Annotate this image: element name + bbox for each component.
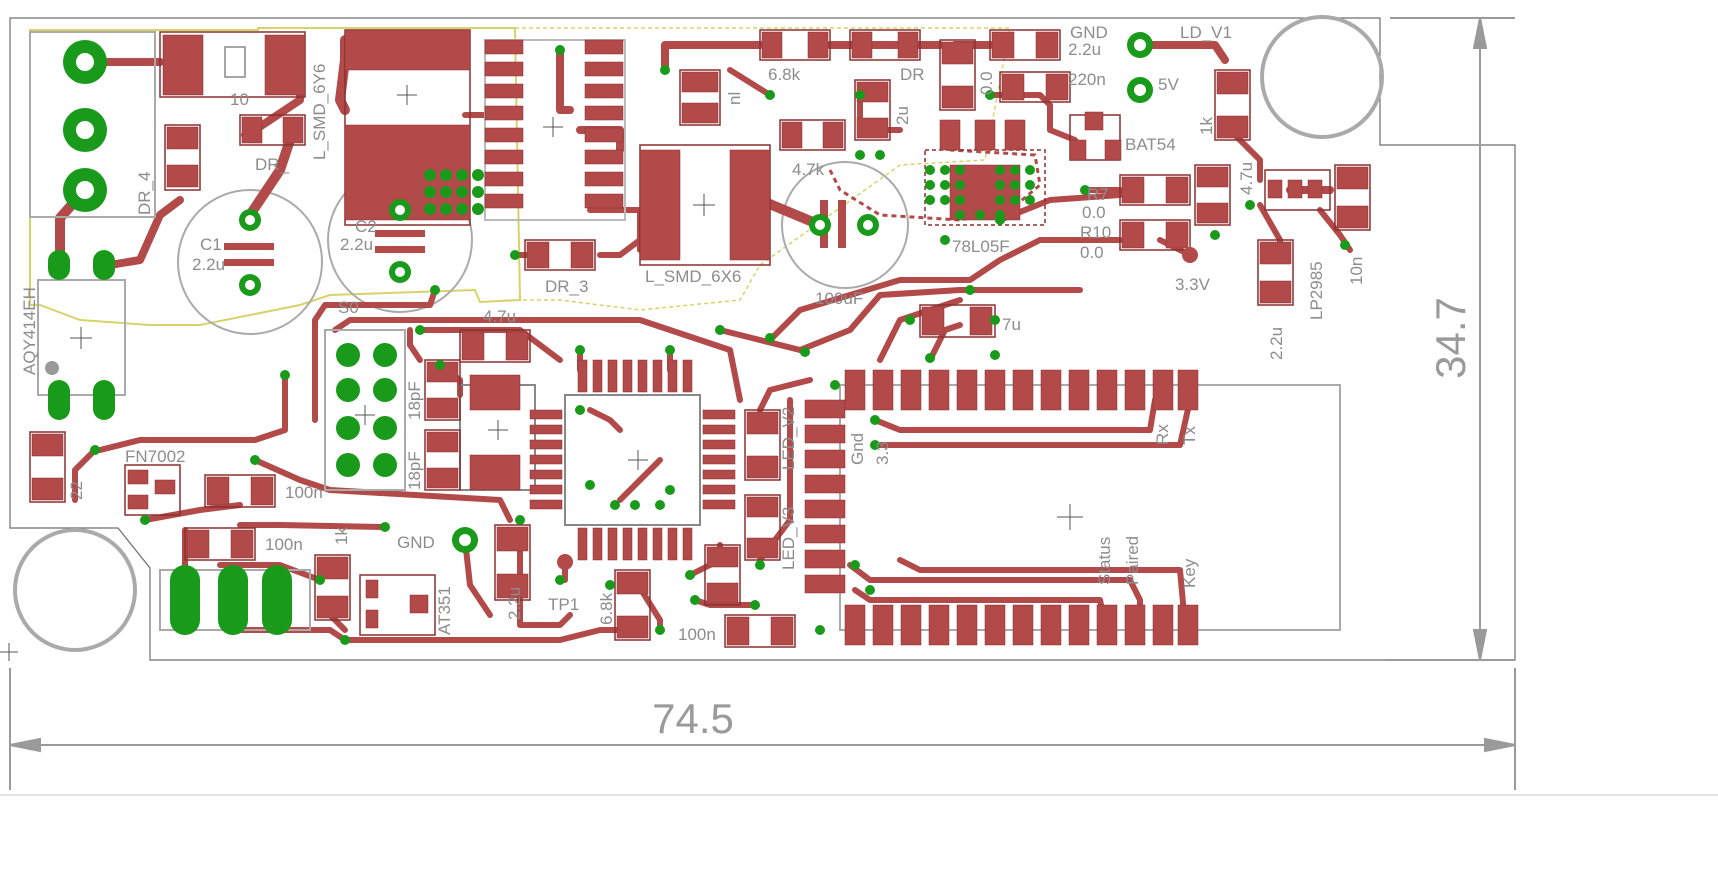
label-c1: C1	[200, 235, 222, 254]
label-l-smd-6x6: L_SMD_6X6	[645, 267, 741, 286]
label-4k7: 4.7k	[792, 160, 825, 179]
width-dimension	[9, 668, 1516, 790]
label-18pf-b: 18pF	[405, 451, 424, 490]
label-1k-right: 1k	[1197, 117, 1216, 135]
thermal-via-array-right	[925, 165, 1035, 220]
label-r10: R10	[1080, 223, 1111, 242]
label-l-smd-6y6: L_SMD_6Y6	[310, 64, 329, 160]
label-7u: 7u	[1002, 315, 1021, 334]
origin-markers	[0, 85, 1083, 661]
terminal-block-dr4	[29, 31, 156, 218]
label-aqy414eh: AQY414EH	[20, 287, 39, 375]
thermal-via-array-left	[424, 169, 484, 215]
label-bt-status: Status	[1095, 537, 1114, 585]
label-r-6k8-top: 6.8k	[768, 65, 801, 84]
label-5v: 5V	[1158, 75, 1179, 94]
silkscreen-labels: GND LD_V1 2.2u 220n 5V 6.8k DR 0.0 nl 1k…	[20, 23, 1366, 644]
label-100n-mid: 100n	[285, 483, 323, 502]
height-dimension-label: 34.7	[1427, 297, 1474, 379]
label-1k-bot: 1k	[332, 527, 351, 545]
label-100n-bot2: 100n	[678, 625, 716, 644]
label-gnd-top: GND	[1070, 23, 1108, 42]
label-100uf: 100uF	[815, 289, 863, 308]
label-led-v2: LED_V2	[779, 407, 798, 470]
label-4u7-mid: 4.7u	[483, 307, 516, 326]
label-tp1: TP1	[548, 595, 579, 614]
height-dimension	[1385, 17, 1515, 661]
label-2u2-right: 2.2u	[1267, 327, 1286, 360]
label-r7: R7	[1087, 185, 1109, 204]
label-c-10: 10	[230, 90, 249, 109]
label-dr3: DR_3	[545, 277, 588, 296]
capacitor-100uf	[781, 161, 909, 289]
label-dr4: DR_4	[135, 172, 154, 215]
microcontroller-qfp	[529, 359, 736, 561]
smd-components	[29, 29, 1371, 648]
bluetooth-module	[804, 369, 1341, 646]
label-bt-rx: Rx	[1153, 424, 1172, 445]
label-gnd-bot: GND	[397, 533, 435, 552]
mounting-hole-top-right	[1260, 15, 1384, 139]
keepout-zone-2	[514, 27, 1011, 311]
keepout-zone	[29, 27, 522, 326]
label-c2-val: 2.2u	[340, 235, 373, 254]
label-s0: S0	[338, 298, 359, 317]
capacitor-c1	[177, 189, 323, 335]
label-c-2u2-top: 2.2u	[1068, 40, 1101, 59]
label-dr-top: DR	[900, 65, 925, 84]
label-bat54: BAT54	[1125, 135, 1176, 154]
label-c1-val: 2.2u	[192, 255, 225, 274]
board-outline	[9, 17, 1516, 661]
label-led-v3: LED_V3	[779, 507, 798, 570]
label-r7-val: 0.0	[1082, 203, 1106, 222]
header-3pin	[159, 565, 311, 635]
label-100n-bot: 100n	[265, 535, 303, 554]
label-v-0: 0.0	[977, 71, 996, 95]
bt-left-pads	[804, 399, 846, 594]
label-ld-v1: LD_V1	[1180, 23, 1232, 42]
label-22: 22	[67, 481, 86, 500]
label-bt-key: Key	[1180, 558, 1199, 588]
label-6k8-bot: 6.8k	[597, 592, 616, 625]
label-c2: C2	[355, 217, 377, 236]
label-bt-3v3: 3.3	[873, 441, 892, 465]
label-at351: AT351	[435, 586, 454, 635]
inductor-l-smd-6y6	[344, 29, 471, 226]
label-fn7002: FN7002	[125, 447, 185, 466]
inductor-l-smd-6x6	[639, 144, 771, 266]
label-bt-paired: Paired	[1123, 536, 1142, 585]
bt-top-pads	[844, 369, 1199, 411]
label-bt-tx: Tx	[1180, 426, 1199, 445]
label-i2u: 2u	[893, 106, 912, 125]
label-dr-left: DR_	[255, 155, 290, 174]
label-78l05f: 78L05F	[952, 237, 1010, 256]
label-c-220n: 220n	[1068, 70, 1106, 89]
relay-aqy414eh	[37, 250, 126, 420]
label-3v3: 3.3V	[1175, 275, 1211, 294]
regulator-ic	[484, 39, 626, 221]
label-2u-bot: 2.2u	[505, 587, 524, 620]
label-nl: nl	[725, 92, 744, 105]
bt-bottom-pads	[844, 604, 1199, 646]
label-18pf-a: 18pF	[405, 381, 424, 420]
label-r10-val: 0.0	[1080, 243, 1104, 262]
label-4u7-right: 4.7u	[1237, 162, 1256, 195]
label-bt-gnd: Gnd	[848, 433, 867, 465]
diode-10	[159, 31, 306, 98]
label-10n: 10n	[1347, 257, 1366, 285]
mounting-hole-bottom-left	[13, 528, 137, 652]
header-2x4	[324, 329, 406, 491]
width-dimension-label: 74.5	[652, 695, 734, 742]
label-lp2985: LP2985	[1307, 261, 1326, 320]
vias	[90, 32, 1350, 645]
